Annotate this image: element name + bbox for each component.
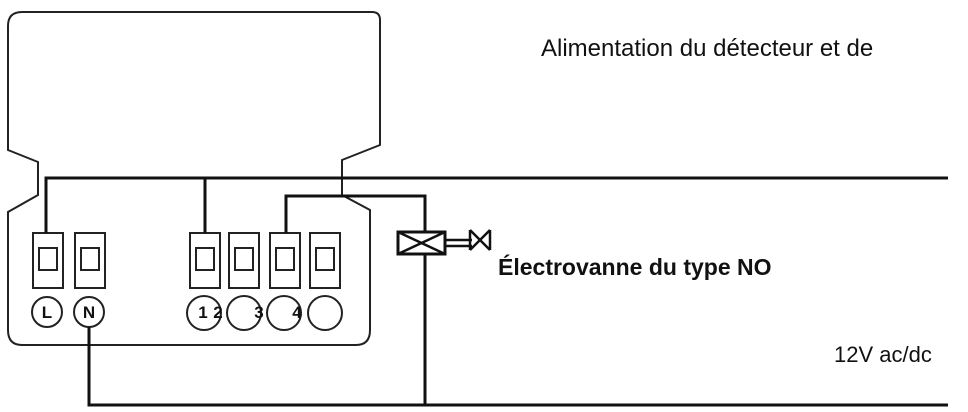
terminal-block-4 [309,232,341,289]
terminal-label-L: L [42,303,52,322]
relay-wire-valve [284,194,427,233]
terminal-block-1 [189,232,221,289]
terminal-label-2: 2 [213,303,222,322]
terminal-circle-L [31,296,63,328]
voltage-label: 12V ac/dc [834,342,932,367]
terminal-circle-2 [226,295,262,331]
terminal-block-3 [269,232,301,289]
solenoid-valve-icon [396,229,492,256]
supply-wire-bottom [87,327,948,407]
terminal-label-3: 3 [254,303,263,322]
terminal-label-1: 1 [198,303,207,322]
terminal-circle-3 [266,295,302,331]
valve-label: Électrovanne du type NO [498,253,772,280]
supply-wire-top [44,176,948,233]
diagram-title: Alimentation du détecteur et de [541,35,873,62]
terminal-label-N: N [83,303,95,322]
terminal-circle-4 [307,295,343,331]
terminal-label-4: 4 [292,303,302,322]
terminal-block-N [74,232,106,289]
terminal-circle-1 [186,295,222,331]
terminal-block-L [32,232,64,289]
terminal-block-2 [228,232,260,289]
